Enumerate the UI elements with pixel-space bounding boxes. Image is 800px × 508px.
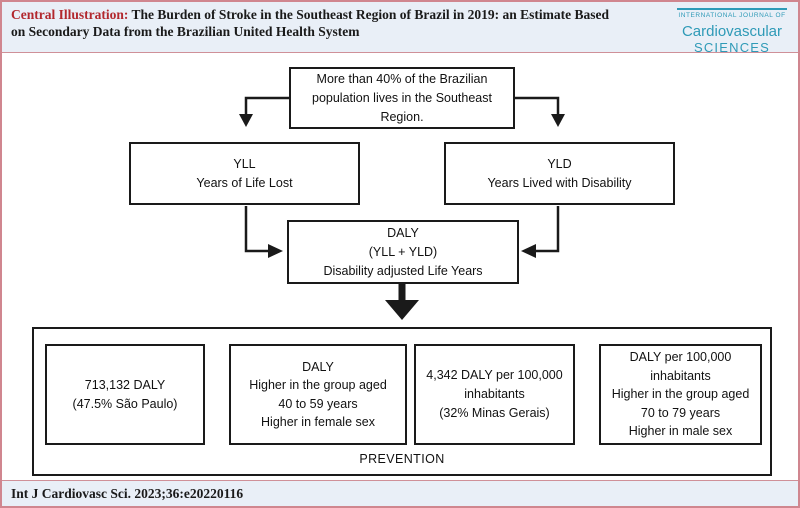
result-line: (32% Minas Gerais) bbox=[439, 406, 550, 420]
logo-cardiovascular: Cardiovascular bbox=[681, 22, 783, 40]
result-line: inhabitants bbox=[464, 387, 525, 401]
yld-acronym: YLD bbox=[547, 156, 572, 171]
connector-yll-to-daly bbox=[244, 206, 268, 253]
result-line: (47.5% São Paulo) bbox=[72, 396, 178, 411]
yll-acronym: YLL bbox=[233, 156, 256, 171]
arrowhead-left-icon bbox=[521, 244, 536, 258]
header-band: Central Illustration: The Burden of Stro… bbox=[2, 2, 798, 54]
result-line: Higher in male sex bbox=[628, 424, 733, 439]
arrowhead-down-right-icon bbox=[551, 114, 565, 127]
title-text: The Burden of Stroke in the Southeast Re… bbox=[11, 7, 610, 39]
logo-journal-of: INTERNATIONAL JOURNAL OF bbox=[678, 12, 786, 19]
result-line: DALY per 100,000 bbox=[629, 350, 732, 365]
box-result-daly-total: 713,132 DALY (47.5% São Paulo) bbox=[45, 344, 205, 445]
daly-acronym: DALY bbox=[387, 225, 419, 240]
box-result-daly-rate: 4,342 DALY per 100,000 inhabitants (32% … bbox=[414, 344, 575, 445]
footer-band: Int J Cardiovasc Sci. 2023;36:e20220116 bbox=[2, 480, 798, 506]
page-title: Central Illustration: The Burden of Stro… bbox=[11, 7, 611, 40]
result-line: DALY bbox=[302, 359, 334, 374]
big-arrow-head-icon bbox=[385, 300, 419, 320]
title-label: Central Illustration: bbox=[11, 7, 129, 22]
daly-formula: (YLL + YLD) bbox=[368, 244, 438, 259]
arrowhead-down-left-icon bbox=[239, 114, 253, 127]
result-line: 70 to 79 years bbox=[640, 405, 721, 420]
box-result-daly-rate-groups: DALY per 100,000 inhabitants Higher in t… bbox=[599, 344, 762, 445]
result-line: 713,132 DALY bbox=[84, 377, 166, 392]
big-arrow-stem bbox=[398, 284, 406, 302]
result-line: 40 to 59 years bbox=[278, 396, 358, 411]
result-line: Higher in female sex bbox=[261, 415, 375, 429]
box-daly: DALY (YLL + YLD) Disability adjusted Lif… bbox=[287, 220, 519, 284]
arrowhead-right-icon bbox=[268, 244, 283, 258]
result-line: Higher in the group aged bbox=[611, 387, 750, 402]
box-yll: YLL Years of Life Lost bbox=[129, 142, 360, 205]
yll-definition: Years of Life Lost bbox=[196, 175, 293, 190]
box-population: More than 40% of the Brazilian populatio… bbox=[289, 67, 515, 129]
box-prevention-container bbox=[32, 327, 772, 476]
prevention-label: PREVENTION bbox=[359, 452, 445, 466]
result-line: Higher in the group aged bbox=[249, 378, 387, 392]
logo-rule bbox=[677, 8, 787, 10]
box-result-daly-groups: DALY Higher in the group aged 40 to 59 y… bbox=[229, 344, 407, 445]
journal-logo: INTERNATIONAL JOURNAL OF Cardiovascular … bbox=[676, 8, 788, 54]
result-line: inhabitants bbox=[650, 368, 711, 383]
logo-sciences: SCIENCES bbox=[693, 39, 771, 55]
citation: Int J Cardiovasc Sci. 2023;36:e20220116 bbox=[11, 485, 244, 501]
daly-definition: Disability adjusted Life Years bbox=[323, 263, 483, 278]
connector-top-to-yld bbox=[515, 96, 560, 115]
yld-definition: Years Lived with Disability bbox=[487, 175, 632, 190]
box-population-text: More than 40% of the Brazilian populatio… bbox=[312, 71, 492, 124]
box-yld: YLD Years Lived with Disability bbox=[444, 142, 675, 205]
connector-yld-to-daly bbox=[536, 206, 560, 253]
connector-top-to-yll bbox=[244, 96, 289, 115]
result-line: 4,342 DALY per 100,000 bbox=[426, 368, 563, 382]
